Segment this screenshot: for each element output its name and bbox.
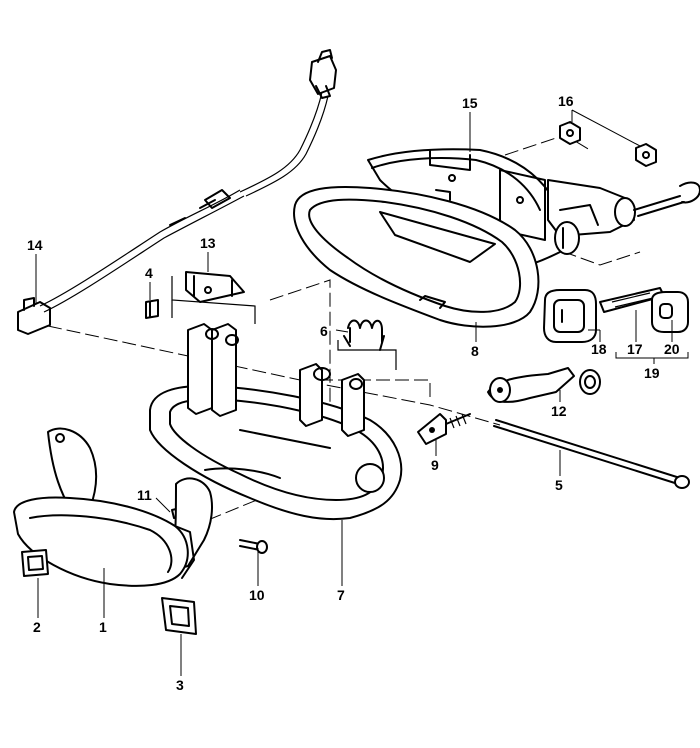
callout-8: 8	[471, 343, 479, 359]
lock-cylinder-assembly	[547, 179, 700, 255]
callout-11: 11	[137, 487, 152, 503]
callout-13: 13	[200, 235, 216, 251]
leader-lines	[35, 109, 689, 676]
callout-6: 6	[320, 323, 328, 339]
key-cap	[543, 289, 597, 343]
frame-mount-posts	[187, 323, 365, 437]
bracket-screw	[417, 413, 471, 445]
handle-grip	[13, 427, 213, 587]
handle-screw	[239, 539, 268, 554]
microswitch-with-cable	[17, 49, 337, 335]
callout-10: 10	[249, 587, 265, 603]
callout-4: 4	[145, 265, 153, 281]
callout-12: 12	[551, 403, 567, 419]
callout-7: 7	[337, 587, 345, 603]
hex-nut-2	[635, 143, 657, 167]
callout-18: 18	[591, 341, 607, 357]
callout-17: 17	[627, 341, 643, 357]
callout-2: 2	[33, 619, 41, 635]
callout-19: 19	[644, 365, 660, 381]
gasket-small	[21, 549, 49, 577]
callout-15: 15	[462, 95, 478, 111]
handle-frame	[149, 384, 403, 521]
callout-9: 9	[431, 457, 439, 473]
hex-nut-1	[559, 121, 581, 145]
callout-3: 3	[176, 677, 184, 693]
gasket-large	[161, 597, 197, 635]
callout-1: 1	[99, 619, 107, 635]
callout-16: 16	[558, 93, 574, 109]
lever-with-grommet	[487, 367, 601, 403]
escutcheon-frame	[293, 185, 540, 328]
callout-14: 14	[27, 237, 43, 253]
connecting-rod	[493, 419, 690, 489]
callout-labels: 1 2 3 4 5 6 7 8 9 10 11 12 13 14 15 16 1…	[27, 93, 680, 693]
key-cover	[651, 291, 689, 333]
callout-20: 20	[664, 341, 680, 357]
callout-5: 5	[555, 477, 563, 493]
torsion-spring	[337, 319, 397, 370]
clip	[145, 299, 159, 319]
actuator-bracket	[171, 271, 256, 324]
